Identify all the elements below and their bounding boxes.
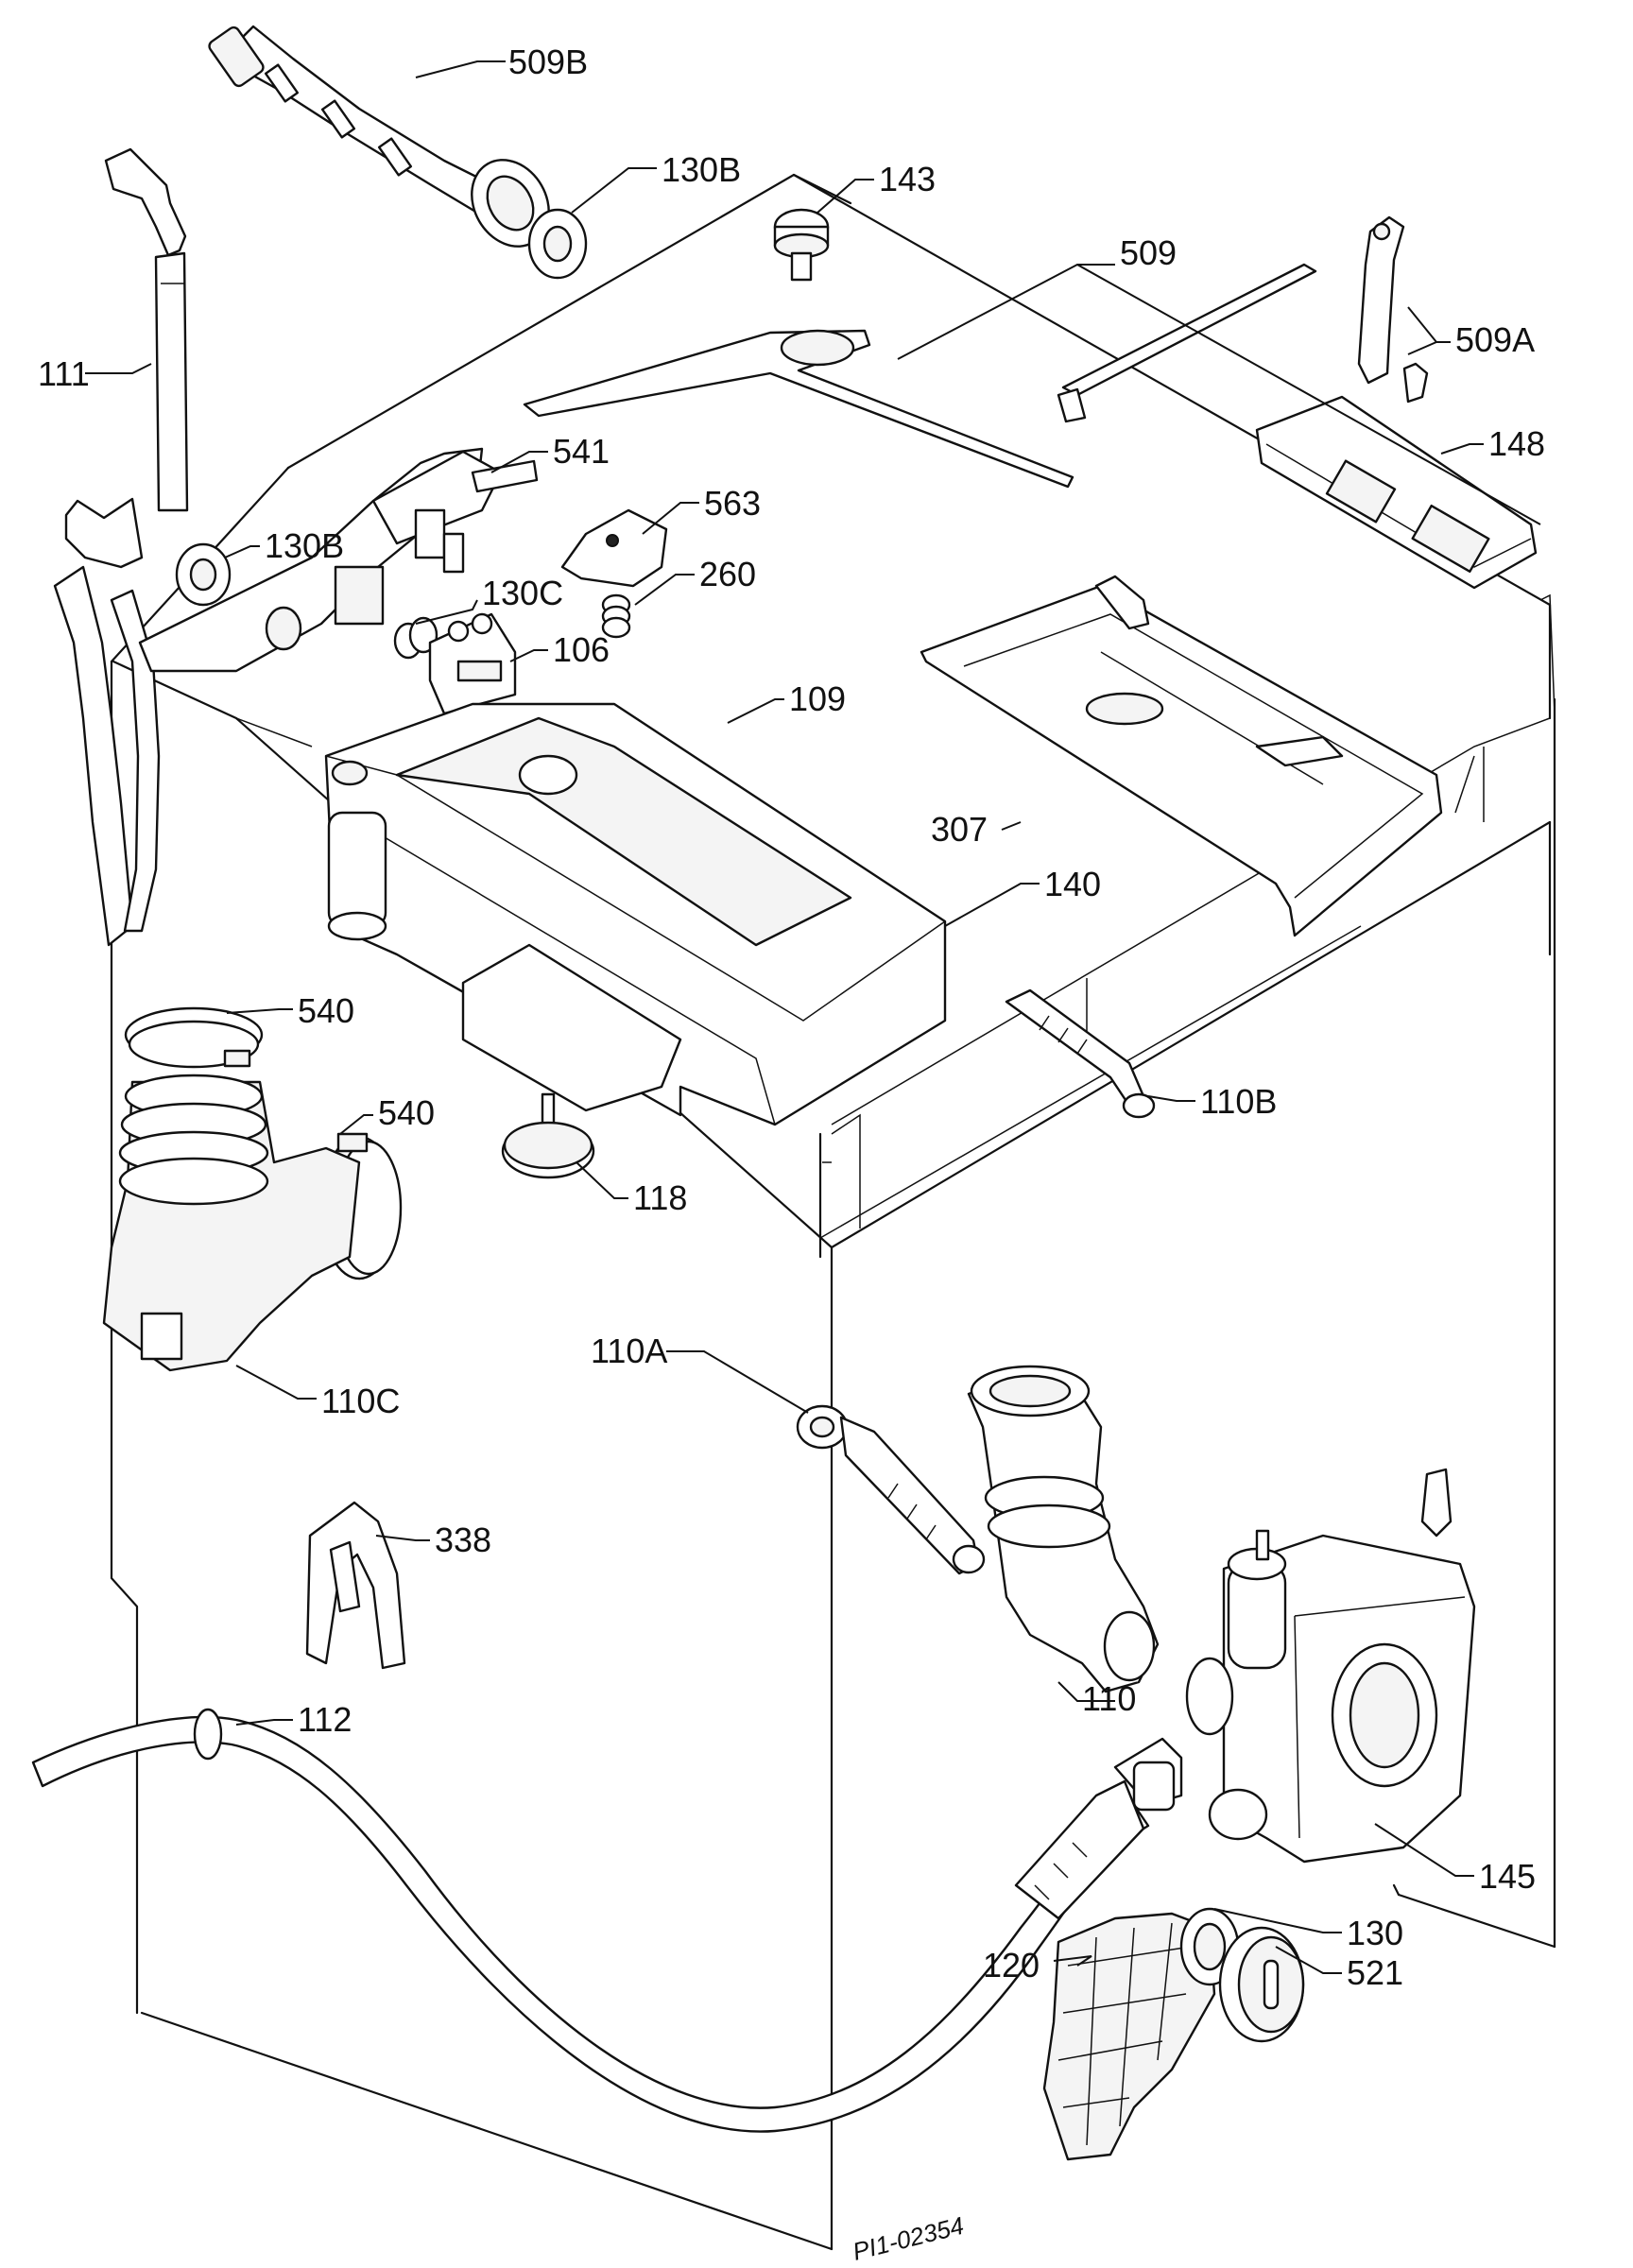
part-110-elbow-boot [967, 1365, 1160, 1693]
cabinet-outline [110, 173, 1556, 2251]
part-120-filter [1042, 1912, 1216, 2161]
part-130b-nut-mid [175, 542, 232, 607]
label-143: 143 [879, 160, 936, 198]
part-145-pump-housing [1185, 1468, 1476, 1864]
label-540-b: 540 [378, 1093, 435, 1132]
label-130b-mid: 130B [265, 526, 344, 565]
label-509b: 509B [508, 43, 588, 81]
part-509b-inlet-pipe [208, 25, 550, 248]
label-541: 541 [553, 432, 610, 471]
label-110: 110 [1082, 1679, 1136, 1718]
part-509-lever-arm [523, 263, 1317, 489]
label-130b-top: 130B [662, 150, 741, 189]
label-140: 140 [1044, 865, 1101, 903]
leader-lines [85, 60, 1541, 1974]
label-130: 130 [1347, 1914, 1403, 1952]
part-109-140-detergent-housing [324, 702, 947, 1126]
label-106: 106 [553, 630, 610, 669]
label-118: 118 [633, 1178, 687, 1217]
part-112-drain-hose [31, 1708, 1183, 2133]
label-130c: 130C [482, 574, 563, 612]
part-541-valve-bracket [138, 447, 539, 673]
part-540-clamp-large [124, 1006, 264, 1069]
label-110b: 110B [1200, 1082, 1277, 1121]
label-110a: 110A [591, 1332, 667, 1370]
label-111: 111 [38, 354, 90, 393]
label-145: 145 [1479, 1857, 1536, 1896]
label-260: 260 [699, 555, 756, 593]
part-521-filter-cap [1218, 1926, 1305, 2043]
label-521: 521 [1347, 1953, 1403, 1992]
callout-labels: 509B 130B 143 509 509A 111 541 148 563 1… [38, 43, 1545, 2266]
part-338-bracket [305, 1501, 406, 1670]
label-509: 509 [1120, 233, 1177, 272]
part-111-inlet-hose [53, 147, 189, 947]
label-109: 109 [789, 679, 846, 718]
label-148: 148 [1488, 424, 1545, 463]
label-338: 338 [435, 1521, 491, 1559]
part-260-spring [601, 593, 631, 639]
part-143-knob [773, 208, 830, 282]
drawing-code: PI1-02354 [850, 2211, 967, 2266]
label-509a: 509A [1455, 320, 1535, 359]
part-110a-pipe [796, 1404, 986, 1575]
label-120: 120 [983, 1946, 1040, 1984]
label-112: 112 [298, 1700, 352, 1739]
part-307-detergent-drawer [920, 575, 1443, 937]
part-118-gear [501, 1092, 595, 1179]
part-130b-nut-top [527, 208, 588, 280]
part-110c-sump-boot [102, 1074, 361, 1372]
part-148-slide [1255, 395, 1538, 590]
part-106-switch [428, 612, 517, 715]
label-307: 307 [931, 810, 988, 849]
part-110b-small-hose [1005, 988, 1156, 1119]
label-563: 563 [704, 484, 761, 523]
label-110c: 110C [321, 1382, 400, 1420]
part-563-cam [560, 508, 668, 588]
label-540-a: 540 [298, 991, 354, 1030]
part-509a-small-lever [1357, 215, 1429, 404]
